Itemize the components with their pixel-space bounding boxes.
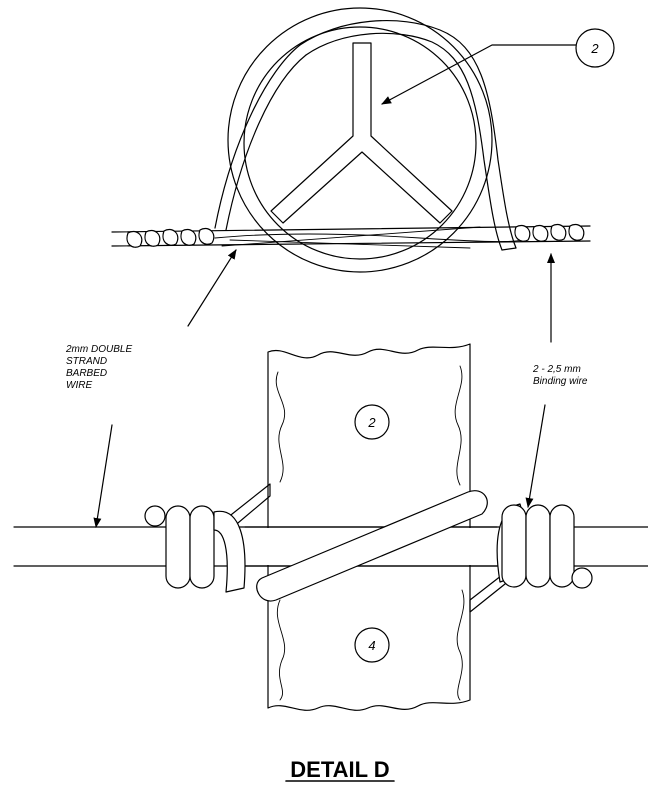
binding-wire-note-line-1: 2 - 2,5 mm: [532, 364, 581, 375]
barbed-wire-note: 2mm DOUBLE STRAND BARBED WIRE: [65, 344, 135, 391]
elevation-view: 2 4: [13, 343, 648, 711]
y-post-profile: [270, 42, 453, 224]
top-binding-wire: [214, 19, 517, 251]
right-coil: [496, 503, 593, 589]
binding-wire-note-line-2: Binding wire: [533, 376, 588, 387]
callout-top-leader: [381, 44, 577, 105]
barbed-wire-note-line-4: WIRE: [66, 380, 92, 391]
diagonal-binding-wire: [256, 490, 488, 602]
left-coil: [144, 505, 246, 593]
top-barbed-wire: [111, 223, 591, 249]
detail-title: DETAIL D: [290, 757, 389, 782]
callout-top-circle: [575, 28, 615, 68]
barbed-wire-note-line-1: 2mm DOUBLE: [65, 344, 132, 355]
post-circle-outer: [227, 7, 493, 273]
barbed-wire-note-line-2: STRAND: [66, 356, 107, 367]
barbed-wire-leader-top: [187, 249, 237, 327]
top-view: [111, 7, 591, 273]
post-circle-inner: [243, 26, 477, 260]
barbed-wire-leader-bottom: [93, 424, 113, 528]
binding-wire-leader-bottom: [525, 404, 546, 508]
callout-post-lower-label: 4: [368, 638, 375, 653]
callout-top-label: 2: [590, 41, 599, 56]
callout-post-upper-circle: [354, 404, 390, 440]
barbed-wire-note-line-3: BARBED: [66, 368, 107, 379]
callout-post-upper-label: 2: [367, 415, 376, 430]
callout-post-lower-circle: [354, 627, 390, 663]
binding-wire-note: 2 - 2,5 mm Binding wire: [532, 364, 588, 387]
callout-top-post: 2: [381, 28, 615, 105]
